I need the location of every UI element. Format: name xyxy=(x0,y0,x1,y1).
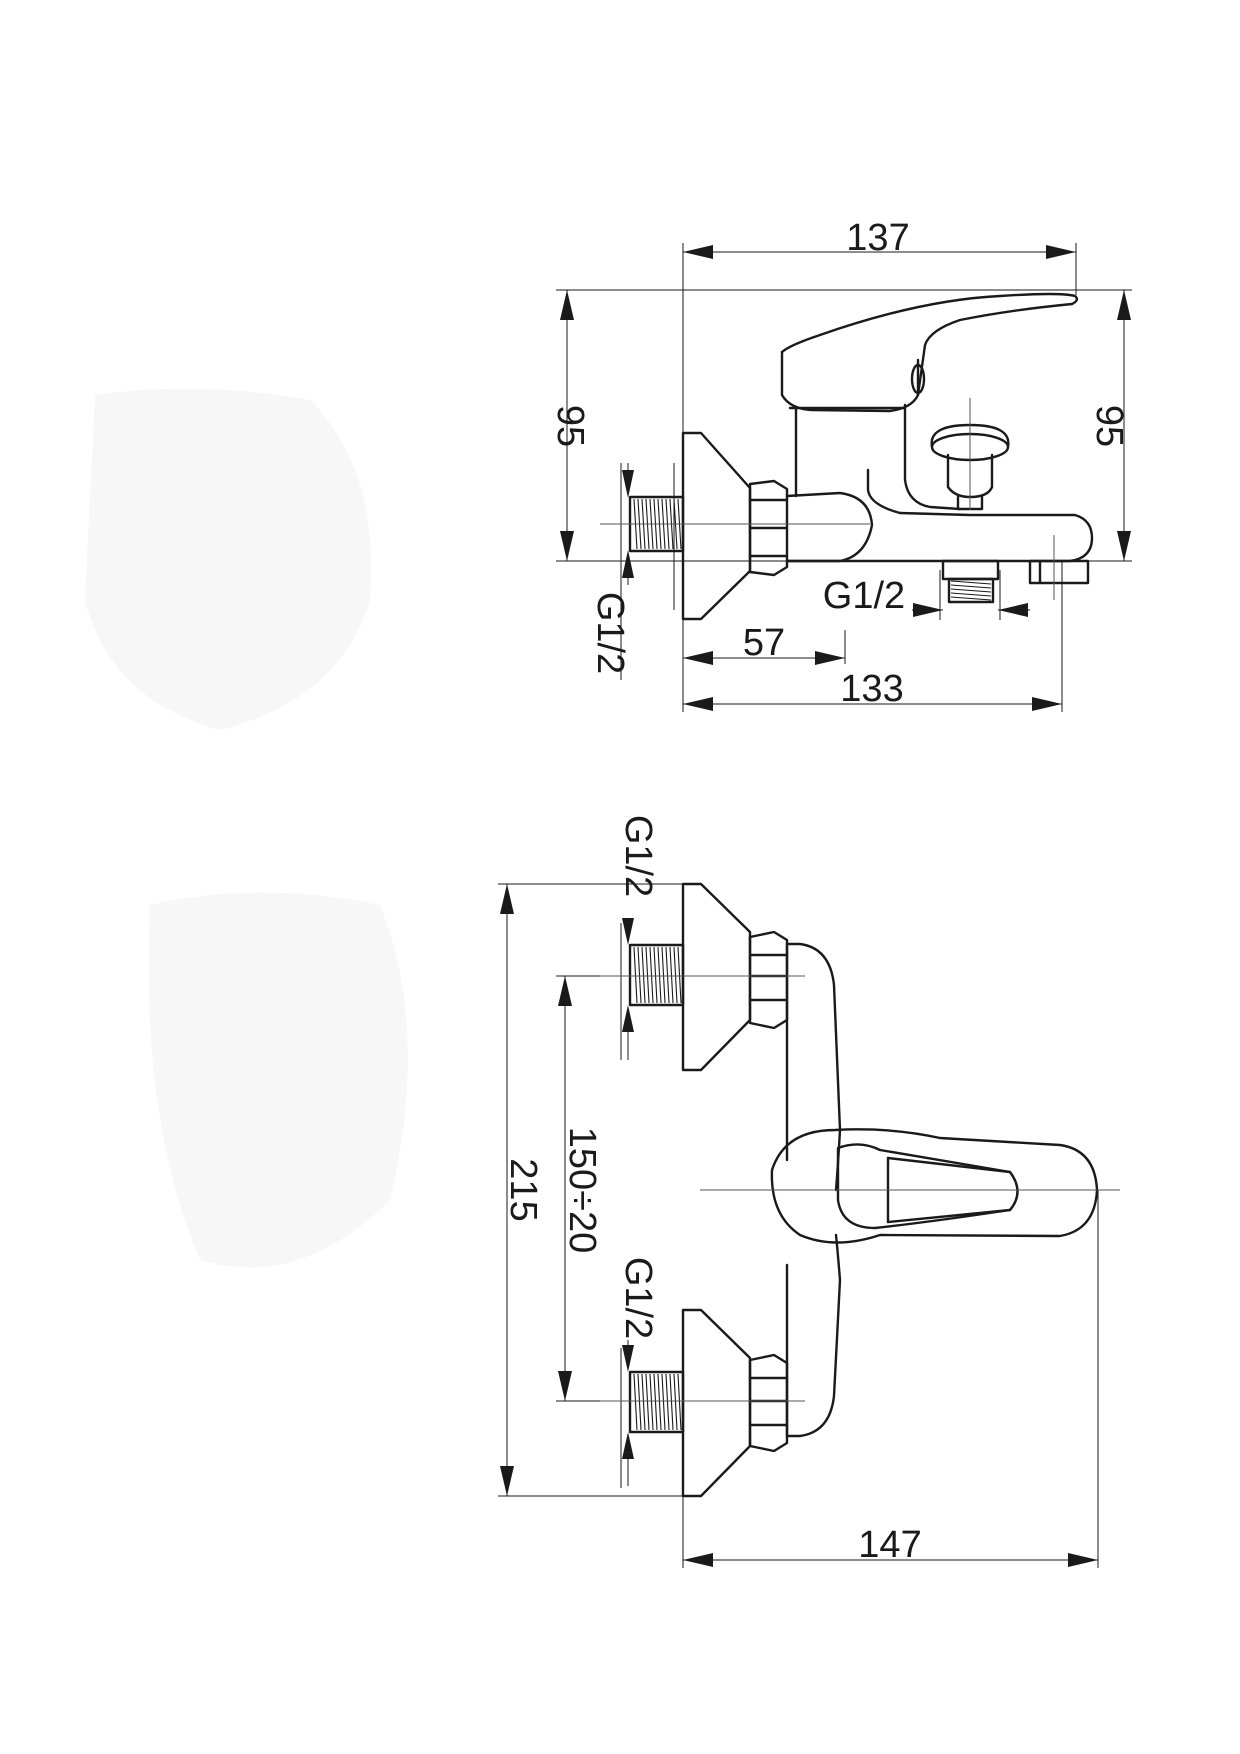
thread-line xyxy=(673,1373,678,1431)
side-centre-lines xyxy=(600,398,1055,600)
thread-line xyxy=(641,946,646,1004)
side-tub-spout xyxy=(1028,559,1090,585)
thread-line xyxy=(657,946,662,1004)
dim-95-left-label: 95 xyxy=(549,405,591,447)
dim-215-line xyxy=(500,884,514,1496)
dim-57-label: 57 xyxy=(743,622,785,664)
side-shower-outlet xyxy=(941,559,1000,604)
front-view: G1/2 G1/2 215 150÷20 147 xyxy=(498,815,1120,1568)
dim-147-line xyxy=(683,1553,1098,1567)
dim-133-label: 133 xyxy=(840,668,903,710)
side-wall-flange xyxy=(681,431,752,621)
side-lever-handle xyxy=(780,292,1079,413)
side-view: 137 95 95 G1/2 G1/2 xyxy=(549,217,1132,712)
dim-g12-outlet-arrows xyxy=(912,603,1030,617)
thread-line xyxy=(677,1373,682,1431)
side-extension-lines xyxy=(556,243,1132,712)
thread-line xyxy=(637,946,642,1004)
dim-front-g12-lower-arrows xyxy=(622,1340,634,1486)
dim-147-label: 147 xyxy=(858,1524,921,1566)
front-handle xyxy=(770,1128,1099,1244)
dim-95-left-line xyxy=(560,290,574,561)
thread-line xyxy=(669,946,674,1004)
thread-line xyxy=(633,1373,638,1431)
dim-57-line xyxy=(683,651,845,665)
dim-137-label: 137 xyxy=(846,217,909,259)
thread-line xyxy=(665,946,670,1004)
thread-line xyxy=(673,946,678,1004)
thread-line xyxy=(637,1373,642,1431)
thread-line xyxy=(649,946,654,1004)
thread-line xyxy=(950,596,992,601)
side-body xyxy=(785,403,1094,563)
dim-133-line xyxy=(683,697,1062,711)
side-hex-nut xyxy=(748,479,789,577)
thread-line xyxy=(649,1373,654,1431)
thread-line xyxy=(653,1373,658,1431)
thread-upper-label: G1/2 xyxy=(617,815,659,897)
thread-line xyxy=(665,1373,670,1431)
thread-line xyxy=(645,1373,650,1431)
thread-line xyxy=(657,1373,662,1431)
dim-front-g12-upper-arrows xyxy=(622,918,634,1060)
front-lower-flange xyxy=(628,1308,789,1498)
thread-inlet-label: G1/2 xyxy=(589,592,631,674)
thread-line xyxy=(653,946,658,1004)
thread-line xyxy=(677,946,682,1004)
thread-line xyxy=(641,1373,646,1431)
thread-line xyxy=(661,1373,666,1431)
front-upper-flange xyxy=(628,882,789,1072)
dim-215-label: 215 xyxy=(502,1158,544,1221)
thread-line xyxy=(661,946,666,1004)
dim-150-line xyxy=(558,976,572,1401)
thread-line xyxy=(645,946,650,1004)
thread-line xyxy=(950,592,992,597)
dim-95-right-label: 95 xyxy=(1088,405,1130,447)
thread-line xyxy=(950,588,992,593)
thread-outlet-label: G1/2 xyxy=(823,575,905,617)
thread-line xyxy=(950,584,992,589)
thread-line xyxy=(669,1373,674,1431)
background-ghost xyxy=(85,388,408,1268)
thread-lower-label: G1/2 xyxy=(617,1257,659,1339)
dim-137-line xyxy=(683,245,1076,259)
thread-line xyxy=(633,946,638,1004)
front-centre-lines xyxy=(600,975,1120,1402)
dim-g12-inlet-arrows xyxy=(622,463,634,585)
dim-95-right-line xyxy=(1117,290,1131,561)
dim-150-label: 150÷20 xyxy=(561,1127,603,1254)
thread-line xyxy=(950,580,992,585)
